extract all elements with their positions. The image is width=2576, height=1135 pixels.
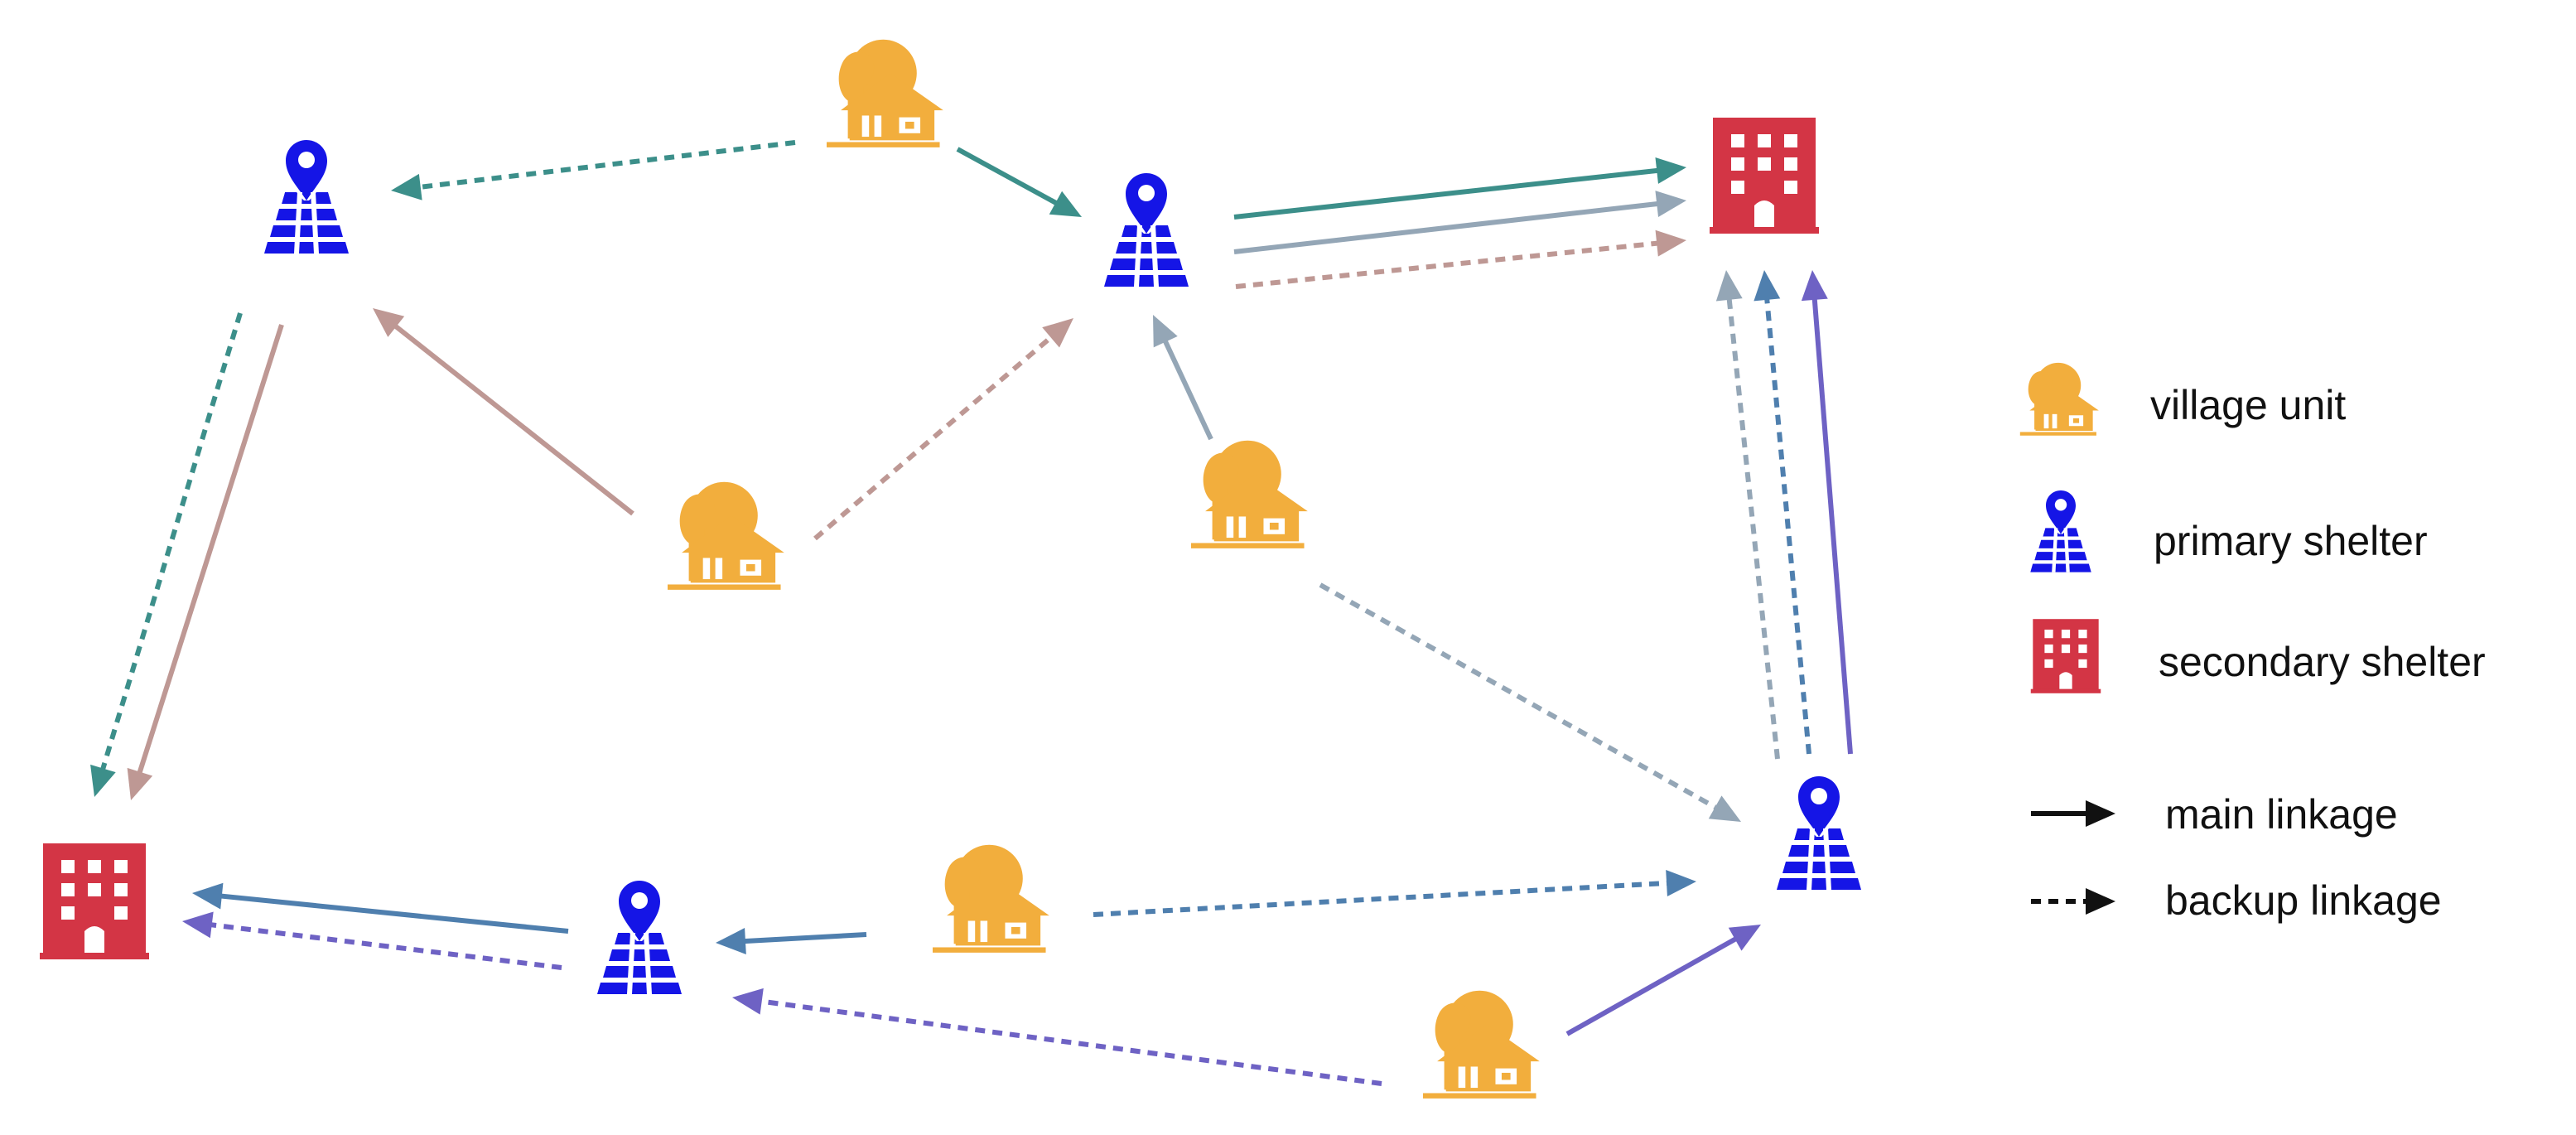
link-primary-1-to-secondary-2-main-line	[137, 324, 284, 775]
link-village-1-to-primary-1-backup-line	[418, 140, 796, 190]
village-5-village-icon	[1423, 990, 1540, 1099]
link-village-3-to-primary-4-backup-line	[1319, 582, 1718, 810]
link-primary-4-to-secondary-1-main-arrowhead	[1801, 270, 1828, 302]
link-primary-1-to-secondary-2-backup	[90, 312, 243, 797]
primary-1-primary-shelter-icon	[264, 140, 349, 254]
link-village-2-to-primary-1-main-line	[393, 323, 634, 516]
secondary-shelter-icon	[2030, 619, 2101, 693]
link-primary-2-to-secondary-1-backup	[1235, 229, 1686, 289]
link-village-4-to-primary-3-main-arrowhead	[716, 928, 746, 955]
link-primary-4-to-secondary-1-backup-arrowhead	[1754, 270, 1781, 302]
link-primary-4-to-secondary-1-backup-line	[1726, 297, 1780, 760]
link-village-1-to-primary-2-main-arrowhead	[1049, 191, 1082, 217]
link-village-4-to-primary-4-backup-arrowhead	[1666, 869, 1696, 896]
backup-linkage-sample	[2031, 888, 2115, 915]
link-primary-2-to-secondary-1-main	[1233, 157, 1686, 220]
link-primary-1-to-secondary-2-backup-line	[99, 312, 243, 771]
link-village-3-to-primary-2-main-arrowhead	[1153, 315, 1178, 348]
link-primary-2-to-secondary-1-main-arrowhead	[1655, 157, 1686, 184]
link-primary-2-to-secondary-1-main	[1233, 191, 1686, 254]
primary-4-primary-shelter-icon	[1777, 776, 1861, 890]
links-layer	[90, 140, 1853, 1086]
link-village-5-to-primary-4-main-line	[1565, 936, 1738, 1036]
village-2-village-icon	[668, 481, 784, 590]
link-primary-2-to-secondary-1-main-line	[1233, 200, 1659, 254]
legend-secondary-shelter-label: secondary shelter	[2159, 639, 2486, 685]
link-village-4-to-primary-4-backup	[1093, 869, 1696, 917]
link-primary-2-to-secondary-1-backup-line	[1235, 240, 1659, 289]
link-village-1-to-primary-2-main-line	[956, 147, 1059, 206]
link-village-5-to-primary-4-main	[1565, 925, 1761, 1036]
link-village-3-to-primary-4-backup-arrowhead	[1708, 795, 1741, 822]
link-village-1-to-primary-2-main	[956, 147, 1082, 217]
link-primary-3-to-secondary-2-backup-line	[210, 922, 562, 970]
legend-backup-linkage-arrowhead	[2086, 888, 2115, 915]
link-primary-2-to-secondary-1-main-arrowhead	[1655, 191, 1686, 217]
link-village-5-to-primary-4-main-arrowhead	[1728, 925, 1761, 951]
link-village-3-to-primary-4-backup	[1319, 582, 1741, 822]
link-village-4-to-primary-3-main-line	[743, 932, 867, 944]
legend: village unit primary shelter secondary s…	[2019, 362, 2486, 924]
village-unit-icon	[2019, 362, 2099, 436]
link-primary-4-to-secondary-1-main-line	[1811, 297, 1853, 755]
link-village-1-to-primary-1-backup-arrowhead	[391, 173, 422, 200]
village-4-village-icon	[933, 844, 1049, 953]
legend-village-unit-label: village unit	[2150, 382, 2346, 428]
link-primary-3-to-secondary-2-main	[192, 882, 569, 934]
link-primary-4-to-secondary-1-backup	[1754, 270, 1811, 755]
link-village-1-to-primary-1-backup	[391, 140, 796, 200]
link-primary-4-to-secondary-1-main	[1801, 270, 1853, 755]
link-primary-3-to-secondary-2-main-arrowhead	[192, 882, 224, 910]
link-village-2-to-primary-2-backup-line	[813, 334, 1054, 541]
link-primary-2-to-secondary-1-main-line	[1233, 167, 1659, 220]
link-primary-1-to-secondary-2-main	[127, 324, 284, 800]
link-village-2-to-primary-2-backup-arrowhead	[1042, 318, 1073, 348]
secondary-2-secondary-shelter-icon	[40, 843, 149, 959]
link-village-2-to-primary-2-backup	[813, 318, 1073, 541]
link-primary-3-to-secondary-2-backup-arrowhead	[182, 911, 214, 939]
link-village-4-to-primary-4-backup-line	[1093, 880, 1669, 917]
link-primary-4-to-secondary-1-backup	[1715, 270, 1780, 760]
link-primary-4-to-secondary-1-backup-line	[1764, 297, 1811, 755]
link-primary-2-to-secondary-1-backup-arrowhead	[1655, 229, 1686, 257]
link-primary-3-to-secondary-2-backup	[182, 911, 562, 970]
link-village-5-to-primary-3-backup	[732, 988, 1382, 1086]
primary-3-primary-shelter-icon	[597, 881, 682, 994]
link-village-4-to-primary-3-main	[716, 928, 867, 955]
link-village-3-to-primary-2-main-line	[1162, 339, 1213, 441]
village-3-village-icon	[1191, 440, 1308, 548]
link-primary-3-to-secondary-2-main-line	[219, 893, 569, 934]
primary-2-primary-shelter-icon	[1104, 173, 1189, 287]
link-primary-1-to-secondary-2-main-arrowhead	[127, 767, 153, 800]
link-village-2-to-primary-1-main-arrowhead	[373, 308, 405, 337]
legend-backup-linkage-label: backup linkage	[2165, 877, 2442, 924]
link-village-3-to-primary-2-main	[1153, 315, 1213, 441]
link-village-5-to-primary-3-backup-arrowhead	[732, 988, 764, 1015]
main-linkage-sample	[2031, 800, 2115, 827]
link-primary-4-to-secondary-1-backup-arrowhead	[1715, 270, 1743, 302]
secondary-1-secondary-shelter-icon	[1710, 118, 1819, 234]
link-village-2-to-primary-1-main	[373, 308, 634, 516]
legend-main-linkage-arrowhead	[2086, 800, 2115, 827]
village-1-village-icon	[827, 39, 943, 147]
link-village-5-to-primary-3-backup-line	[760, 998, 1382, 1086]
legend-main-linkage-label: main linkage	[2165, 791, 2398, 838]
link-primary-1-to-secondary-2-backup-arrowhead	[90, 764, 116, 797]
primary-shelter-icon	[2030, 490, 2091, 572]
legend-primary-shelter-label: primary shelter	[2154, 518, 2428, 564]
